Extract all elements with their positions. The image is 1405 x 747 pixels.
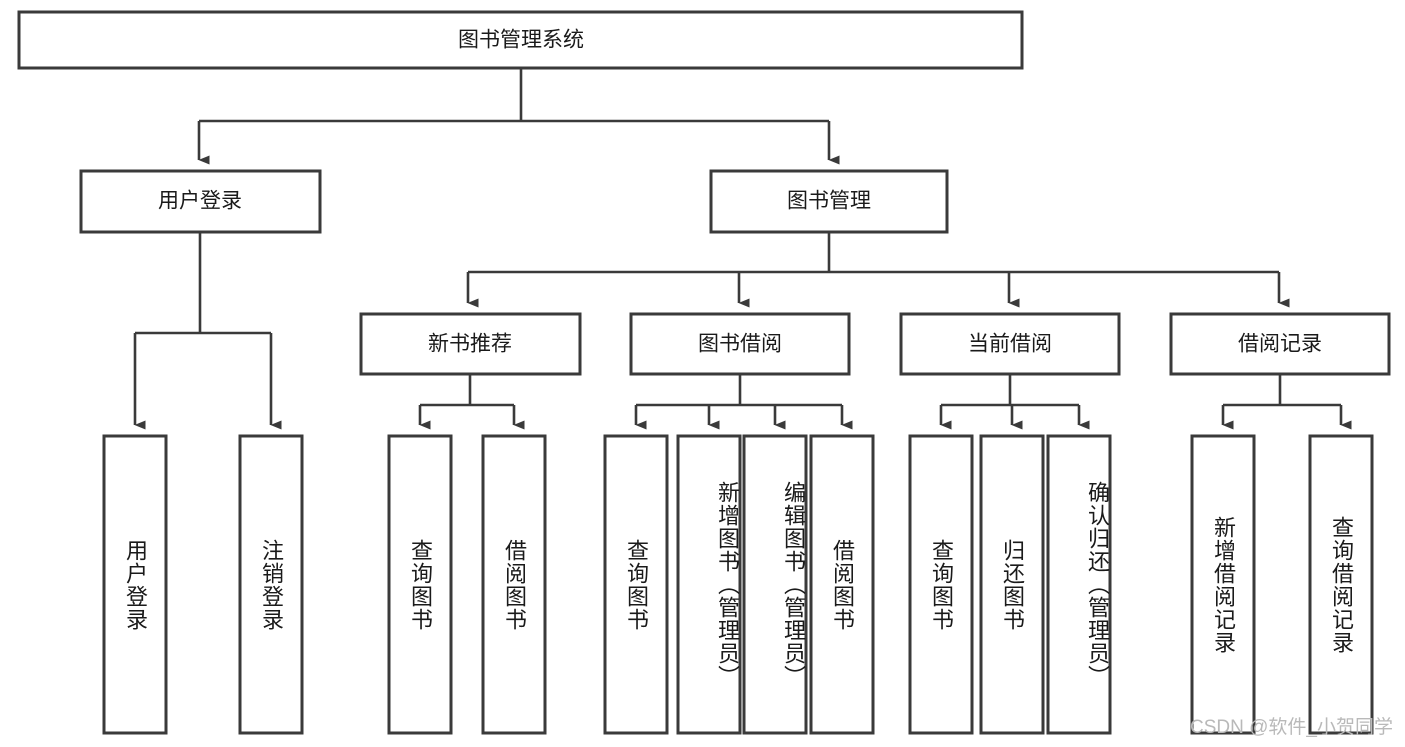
leaf-query-book-current[interactable] (908, 434, 974, 735)
connector-root-to-level2 (197, 68, 840, 165)
leaf-user-login-label: 用户登录 (122, 538, 148, 631)
leaf-return-book-label: 归还图书 (999, 538, 1025, 631)
node-user-login-label: 用户登录 (158, 190, 242, 213)
node-current-borrow[interactable]: 当前借阅 (899, 312, 1121, 376)
leaf-borrow-book-recommend-label: 借阅图书 (501, 538, 527, 631)
leaf-borrow-book-borrow-label: 借阅图书 (829, 538, 855, 631)
leaf-confirm-return-admin[interactable] (1046, 434, 1112, 735)
connector-bookborrow-to-leaves (634, 374, 853, 430)
connector-borrowrecord-to-leaves (1221, 374, 1352, 430)
connector-currentborrow-to-leaves (939, 374, 1090, 430)
leaf-edit-book-admin-label: 编辑图书（管理员） (781, 481, 806, 688)
leaf-add-borrow-record[interactable] (1190, 434, 1256, 735)
connector-userlogin-to-leaves (133, 232, 282, 430)
leaf-query-borrow-record-label: 查询借阅记录 (1328, 515, 1354, 654)
node-user-login[interactable]: 用户登录 (79, 169, 322, 234)
node-new-book-recommend-label: 新书推荐 (428, 333, 512, 356)
node-root-system[interactable]: 图书管理系统 (17, 10, 1024, 70)
leaf-borrow-book-borrow[interactable] (809, 434, 875, 735)
leaf-logout-login-label: 注销登录 (258, 538, 284, 631)
leaf-add-book-admin-label: 新增图书（管理员） (715, 481, 740, 688)
leaf-logout-login[interactable] (238, 434, 304, 735)
leaf-add-book-admin[interactable] (676, 434, 742, 735)
node-root-system-label: 图书管理系统 (458, 29, 584, 52)
node-new-book-recommend[interactable]: 新书推荐 (359, 312, 582, 376)
node-borrow-record[interactable]: 借阅记录 (1169, 312, 1391, 376)
leaf-query-book-current-label: 查询图书 (928, 538, 954, 631)
node-book-management-label: 图书管理 (787, 190, 871, 213)
leaf-query-book-recommend[interactable] (387, 434, 453, 735)
node-book-borrow-label: 图书借阅 (698, 333, 782, 356)
leaf-borrow-book-recommend[interactable] (481, 434, 547, 735)
leaf-query-book-recommend-label: 查询图书 (407, 538, 433, 631)
connector-newbook-to-leaves (418, 374, 525, 430)
csdn-watermark: CSDN @软件_小贺同学 (1190, 717, 1393, 738)
leaf-user-login[interactable] (102, 434, 168, 735)
leaf-query-borrow-record[interactable] (1308, 434, 1374, 735)
node-borrow-record-label: 借阅记录 (1238, 333, 1322, 356)
leaf-edit-book-admin[interactable] (742, 434, 808, 735)
connector-bookmgmt-to-level3 (466, 232, 1290, 308)
node-book-management[interactable]: 图书管理 (709, 169, 949, 234)
leaf-query-book-borrow[interactable] (603, 434, 669, 735)
leaf-query-book-borrow-label: 查询图书 (623, 538, 649, 631)
leaf-confirm-return-admin-label: 确认归还（管理员） (1085, 481, 1110, 688)
node-book-borrow[interactable]: 图书借阅 (629, 312, 851, 376)
node-current-borrow-label: 当前借阅 (968, 333, 1052, 356)
leaf-add-borrow-record-label: 新增借阅记录 (1210, 515, 1236, 654)
leaf-return-book[interactable] (979, 434, 1045, 735)
